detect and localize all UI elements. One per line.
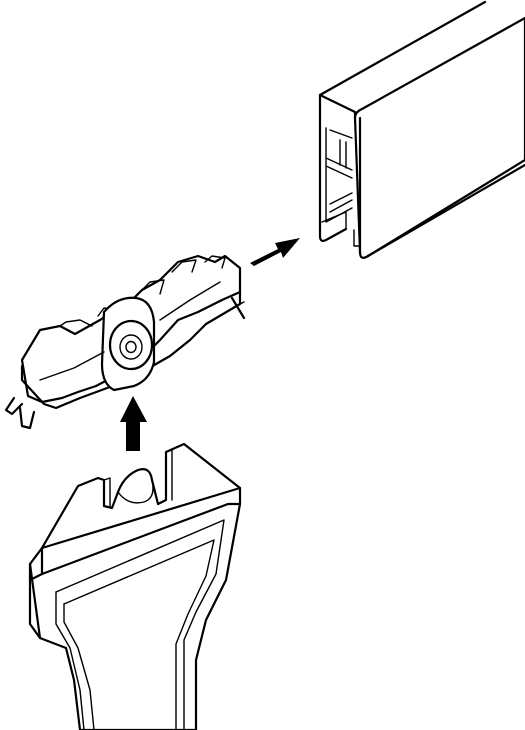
- mounting-tool: [28, 442, 242, 730]
- rail-profile: [318, 0, 525, 259]
- roller-carriage: [4, 254, 246, 430]
- push-up-arrow: [120, 396, 147, 451]
- insert-arrow: [250, 238, 300, 266]
